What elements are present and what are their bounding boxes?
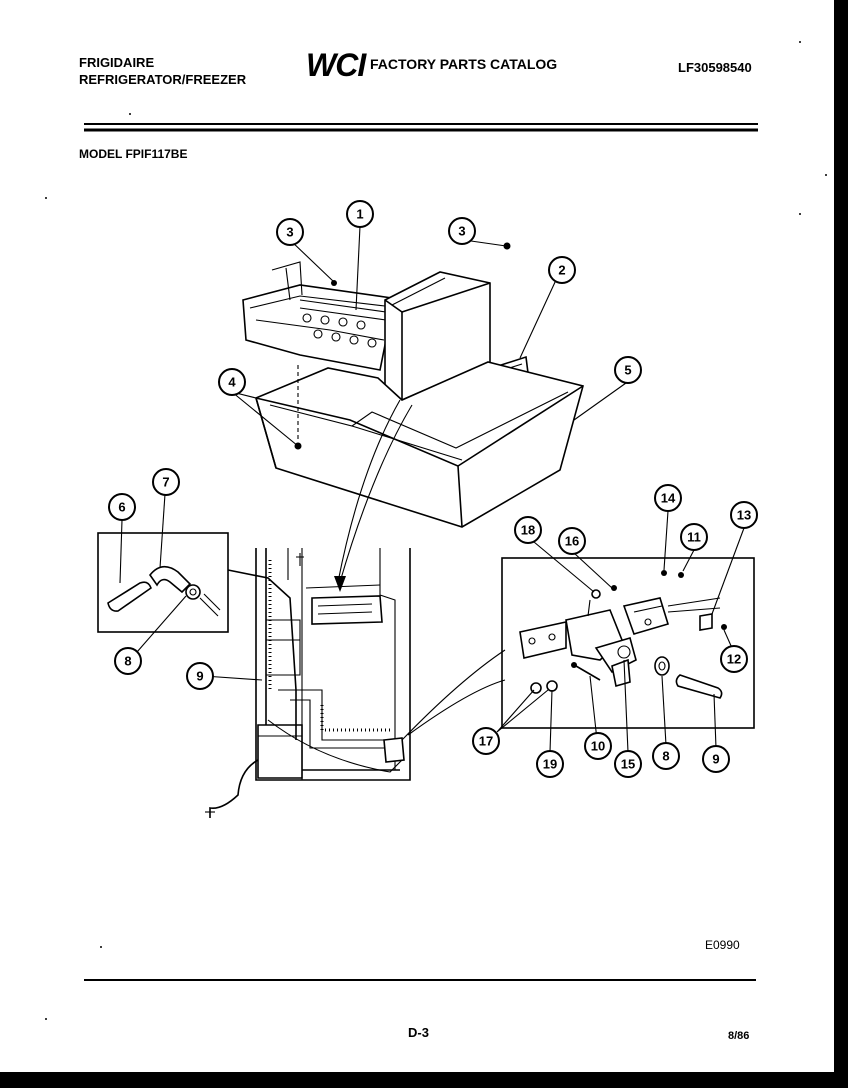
assembly-arrow <box>334 399 413 592</box>
catalog-number: LF30598540 <box>678 60 752 75</box>
wci-logo: WCI <box>306 47 367 83</box>
svg-text:10: 10 <box>591 739 605 754</box>
callout-7: 7 <box>152 468 180 496</box>
svg-text:12: 12 <box>727 652 741 667</box>
freezer-cabinet-cutaway <box>205 548 411 818</box>
callout-4: 4 <box>218 368 246 396</box>
svg-text:9: 9 <box>712 752 719 767</box>
product-label: REFRIGERATOR/FREEZER <box>79 72 247 87</box>
model-label: MODEL FPIF117BE <box>79 147 187 161</box>
callout-6: 6 <box>108 493 136 521</box>
callout-3a: 3 <box>276 218 304 246</box>
callout-5: 5 <box>614 356 642 384</box>
tube-detail-box <box>97 532 229 633</box>
svg-text:7: 7 <box>162 475 169 490</box>
callout-10: 10 <box>584 732 612 760</box>
parts-catalog-page: FRIGIDAIRE REFRIGERATOR/FREEZER WCI FACT… <box>0 0 834 1072</box>
catalog-title: FACTORY PARTS CATALOG <box>370 56 557 72</box>
svg-text:18: 18 <box>521 523 535 538</box>
svg-text:5: 5 <box>624 363 631 378</box>
callout-14: 14 <box>654 484 682 512</box>
svg-text:6: 6 <box>118 500 125 515</box>
callout-leaders <box>119 225 745 753</box>
brand-label: FRIGIDAIRE <box>79 55 154 70</box>
ice-maker-assembly <box>242 242 529 401</box>
water-valve-detail-box <box>501 557 755 729</box>
scan-specks <box>45 41 827 1020</box>
svg-text:2: 2 <box>558 263 565 278</box>
ice-bin <box>255 361 584 528</box>
svg-text:11: 11 <box>687 530 701 545</box>
svg-text:8: 8 <box>124 654 131 669</box>
callout-19: 19 <box>536 750 564 778</box>
svg-text:3: 3 <box>286 225 293 240</box>
callout-13: 13 <box>730 501 758 529</box>
svg-text:19: 19 <box>543 757 557 772</box>
svg-text:1: 1 <box>356 207 363 222</box>
callout-16: 16 <box>558 527 586 555</box>
svg-text:15: 15 <box>621 757 635 772</box>
svg-text:13: 13 <box>737 508 751 523</box>
callout-12: 12 <box>720 645 748 673</box>
callout-3b: 3 <box>448 217 476 245</box>
callout-15: 15 <box>614 750 642 778</box>
callout-1: 1 <box>346 200 374 228</box>
callout-18: 18 <box>514 516 542 544</box>
svg-text:16: 16 <box>565 534 579 549</box>
figure-code: E0990 <box>705 938 740 952</box>
exploded-diagram: FRIGIDAIRE REFRIGERATOR/FREEZER WCI FACT… <box>45 41 827 1042</box>
svg-text:14: 14 <box>661 491 676 506</box>
callout-9-left: 9 <box>186 662 214 690</box>
callout-11: 11 <box>680 523 708 551</box>
catalog-date: 8/86 <box>728 1030 749 1042</box>
svg-text:8: 8 <box>662 749 669 764</box>
svg-text:4: 4 <box>228 375 236 390</box>
callout-8-right: 8 <box>652 742 680 770</box>
callout-9-right: 9 <box>702 745 730 773</box>
callout-2: 2 <box>548 256 576 284</box>
callout-17: 17 <box>472 727 500 755</box>
page-number: D-3 <box>408 1025 429 1040</box>
svg-text:3: 3 <box>458 224 465 239</box>
svg-text:17: 17 <box>479 734 493 749</box>
callout-8-left: 8 <box>114 647 142 675</box>
valve-leader-line <box>401 649 506 741</box>
svg-text:9: 9 <box>196 669 203 684</box>
